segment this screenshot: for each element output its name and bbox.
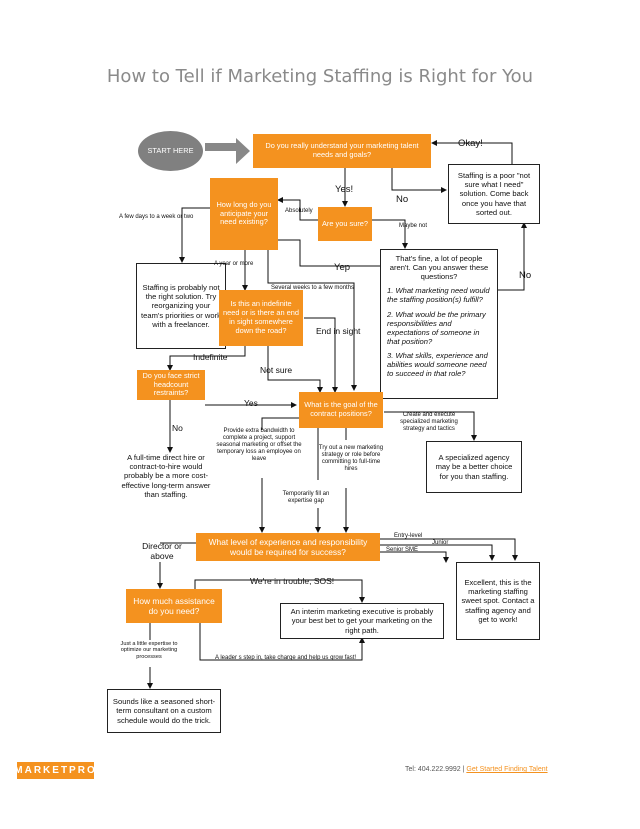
label-yep: Yep	[334, 262, 351, 273]
footer-contact: Tel: 404.222.9992 | Get Started Finding …	[405, 766, 548, 773]
label-junior: Junior	[432, 540, 449, 546]
node-understand-needs: Do you really understand your marketing …	[253, 134, 431, 168]
node-not-right-solution: Staffing is probably not the right solut…	[136, 263, 226, 349]
node-experience-level: What level of experience and responsibil…	[196, 533, 380, 561]
start-node: START HERE	[138, 131, 203, 171]
label-leader-step-in: A leader s step in, take charge and help…	[215, 655, 357, 661]
node-how-long: How long do you anticipate your need exi…	[210, 178, 278, 250]
page-title: How to Tell if Marketing Staffing is Rig…	[106, 66, 534, 87]
label-sos: We're in trouble, SOS!	[250, 576, 335, 586]
node-consultant: Sounds like a seasoned short-term consul…	[107, 689, 221, 733]
label-provide-extra: Provide extra bandwidth to complete a pr…	[216, 428, 302, 462]
label-yes-big: Yes!	[335, 184, 354, 195]
label-little-expertise: Just a little expertise to optimize our …	[120, 641, 178, 660]
node-full-time-hire: A full-time direct hire or contract-to-h…	[111, 453, 221, 499]
node-are-you-sure: Are you sure?	[318, 207, 372, 241]
label-indefinite: Indefinite	[193, 352, 228, 362]
label-end-in-sight: End in sight	[316, 326, 361, 336]
node-staffing-poor: Staffing is a poor "not sure what I need…	[448, 164, 540, 224]
question-1: 1. What marketing need would the staffin…	[387, 286, 490, 305]
label-maybe-not: Maybe not	[399, 223, 428, 229]
node-headcount: Do you face strict headcount restraints?	[137, 370, 205, 400]
node-assistance: How much assistance do you need?	[126, 589, 222, 623]
label-senior-sme: Senior SME	[386, 547, 419, 553]
label-yes: Yes	[244, 398, 258, 408]
label-year-or-more: A year or more	[214, 261, 254, 267]
label-try-out: Try out a new marketing strategy or role…	[318, 445, 384, 472]
node-goal: What is the goal of the contract positio…	[299, 392, 383, 428]
node-specialized-agency: A specialized agency may be a better cho…	[426, 441, 522, 493]
label-absolutely: Absolutely	[285, 208, 313, 214]
marketpro-logo: MARKETPRO	[14, 762, 95, 779]
questions-intro: That's fine, a lot of people aren't. Can…	[389, 254, 489, 282]
label-no-1: No	[396, 194, 409, 205]
label-not-sure: Not sure	[260, 365, 293, 375]
footer-tel: Tel: 404.222.9992 |	[405, 766, 467, 773]
node-questions: That's fine, a lot of people aren't. Can…	[380, 249, 498, 399]
label-no-2: No	[519, 270, 532, 281]
question-3: 3. What skills, experience and abilities…	[387, 350, 488, 379]
label-few-days: A few days to a week or two	[119, 214, 194, 220]
get-started-link[interactable]: Get Started Finding Talent	[466, 766, 548, 773]
label-several-weeks: Several weeks to a few months	[271, 285, 355, 291]
node-indefinite-need: Is this an indefinite need or is there a…	[219, 290, 303, 346]
label-director: Director or above	[142, 541, 182, 561]
label-entry-level: Entry-level	[394, 533, 423, 539]
node-sweet-spot: Excellent, this is the marketing staffin…	[456, 562, 540, 640]
label-temporarily-fill: Temporarily fill an expertise gap	[282, 491, 330, 504]
node-interim-exec: An interim marketing executive is probab…	[280, 603, 444, 639]
label-create-execute: Create and execute specialized marketing…	[400, 412, 458, 432]
question-2: 2. What would be the primary responsibil…	[387, 309, 486, 346]
label-okay: Okay!	[458, 138, 483, 149]
label-no-3: No	[172, 423, 183, 433]
